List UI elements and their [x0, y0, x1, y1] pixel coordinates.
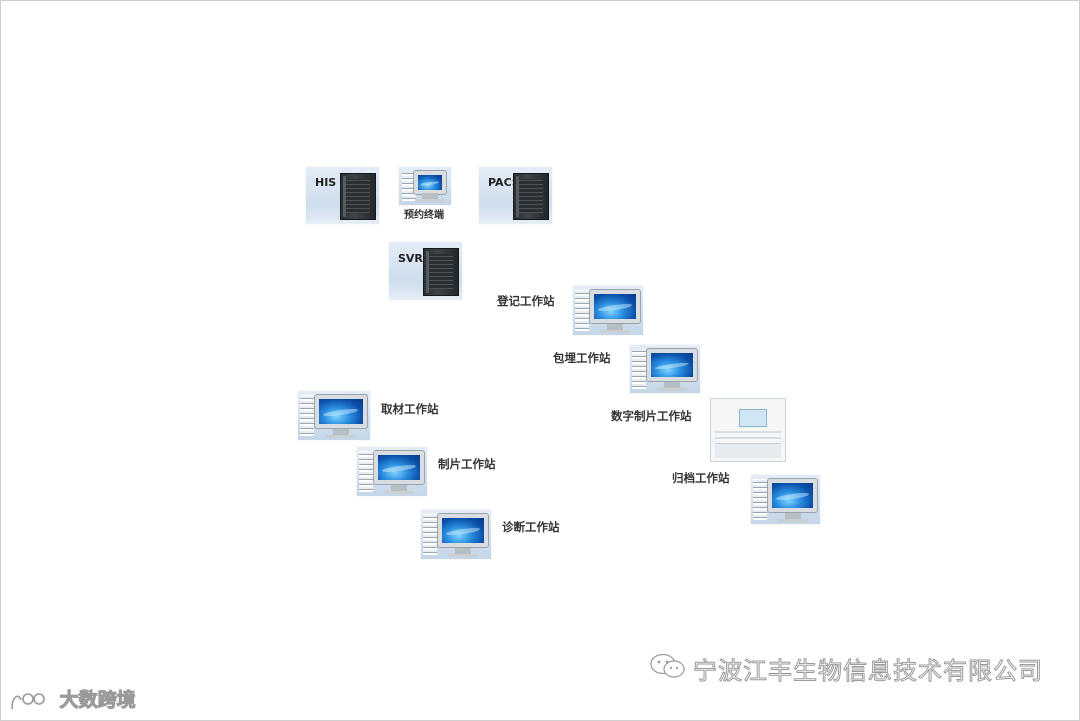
register-workstation-label: 登记工作站: [497, 293, 555, 309]
monitor-icon: [373, 450, 425, 494]
slide-scanner-icon: [710, 398, 786, 462]
slide-making-workstation: [357, 447, 427, 496]
logo-mark-icon: [9, 690, 49, 712]
bottom-logo: 大数跨境: [9, 685, 136, 712]
digital-slide-workstation-label: 数字制片工作站: [611, 408, 692, 424]
svr-label: SVR: [398, 252, 423, 265]
embedding-workstation-label: 包埋工作站: [553, 350, 611, 366]
grossing-workstation-label: 取材工作站: [381, 401, 439, 417]
diagnosis-workstation: [421, 510, 491, 559]
monitor-icon: [646, 348, 698, 391]
grossing-workstation: [298, 391, 370, 440]
server-rack-icon: [340, 173, 376, 220]
diagnosis-workstation-label: 诊断工作站: [502, 519, 560, 535]
server-rack-icon: [423, 248, 459, 296]
bottom-logo-text: 大数跨境: [60, 689, 136, 711]
his-server: HIS: [306, 167, 379, 224]
server-rack-icon: [513, 173, 549, 220]
embedding-workstation: [630, 345, 700, 393]
monitor-icon: [767, 478, 818, 522]
monitor-icon: [589, 289, 641, 333]
pacs-server: PACS: [479, 167, 552, 224]
archive-workstation: [751, 475, 820, 524]
company-watermark: 宁波江丰生物信息技术有限公司: [693, 651, 1043, 686]
his-label: HIS: [315, 176, 336, 189]
watermark-text: 宁波江丰生物信息技术有限公司: [693, 657, 1043, 685]
booking-terminal: [399, 167, 451, 205]
archive-workstation-label: 归档工作站: [672, 470, 730, 486]
wechat-icon: [649, 653, 687, 679]
monitor-icon: [314, 394, 368, 438]
slide-making-workstation-label: 制片工作站: [438, 456, 496, 472]
monitor-icon: [413, 170, 447, 202]
svr-server: SVR: [389, 242, 462, 300]
monitor-icon: [437, 513, 489, 557]
register-workstation: [573, 286, 643, 335]
booking-terminal-label: 预约终端: [404, 206, 444, 221]
